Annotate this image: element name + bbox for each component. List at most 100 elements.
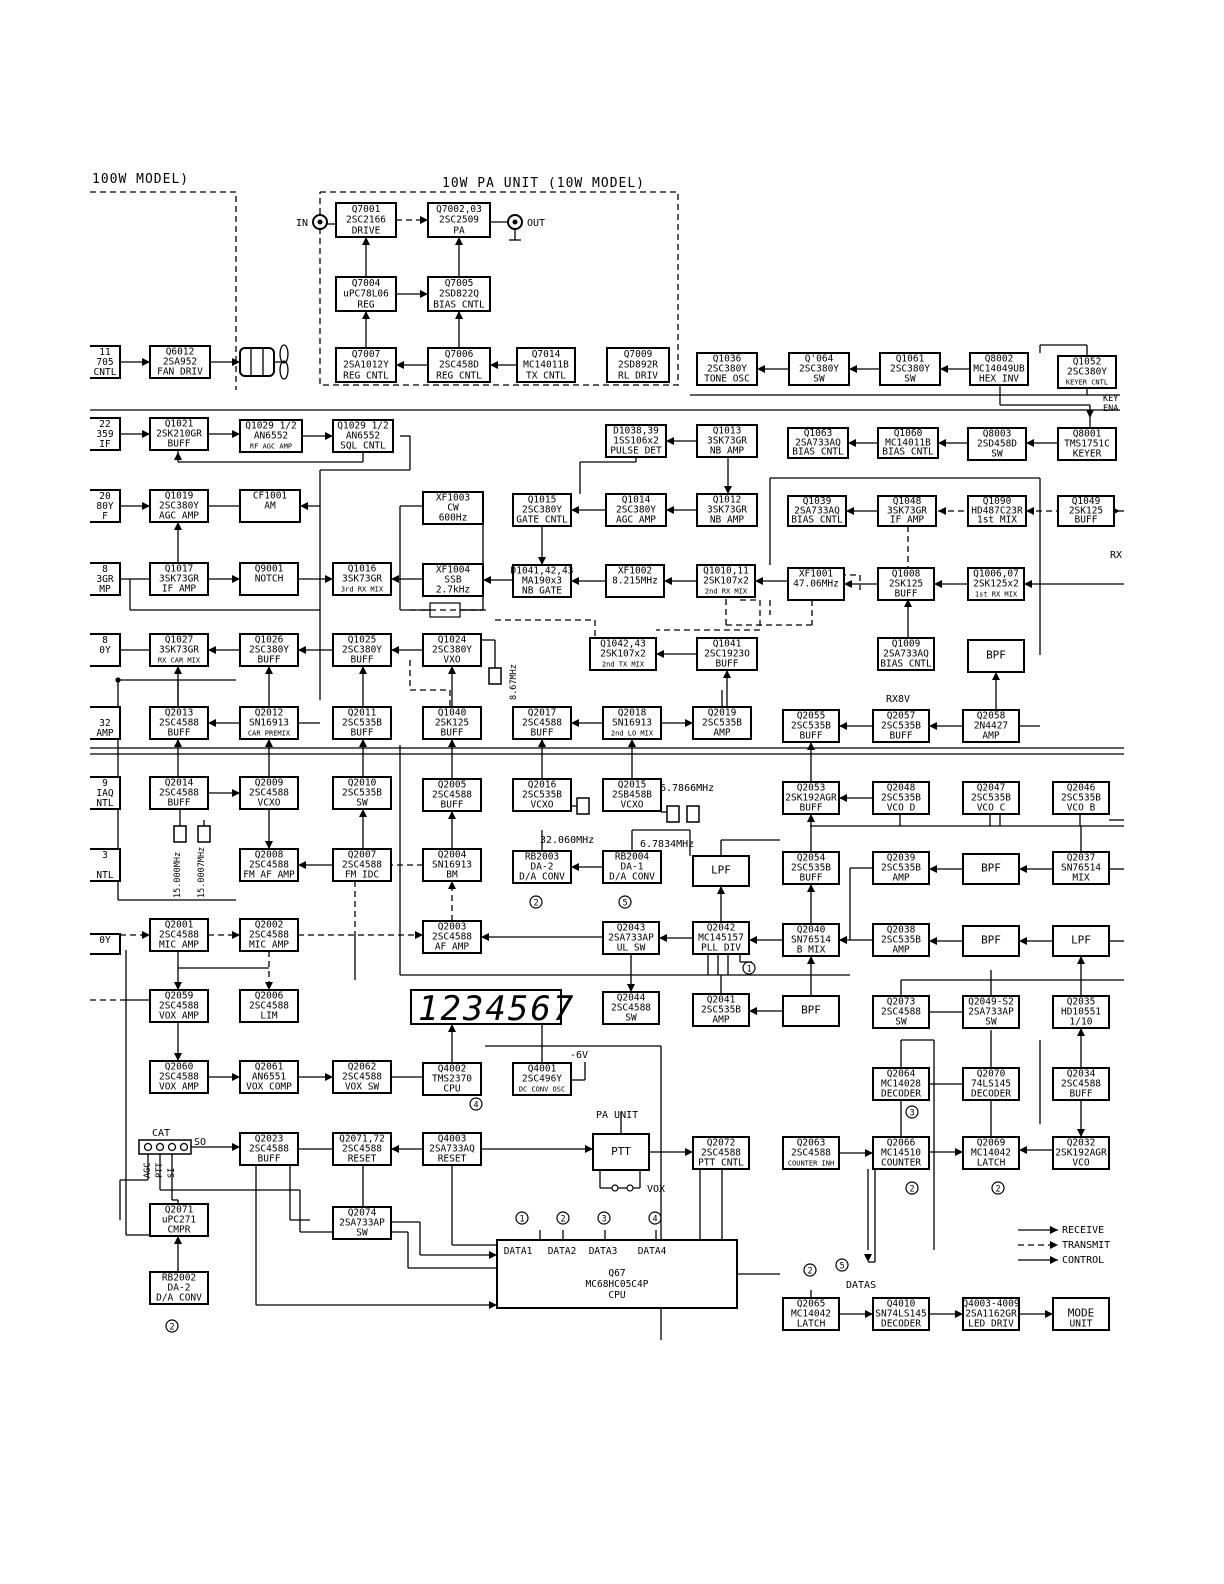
block-text: 2SC4588 xyxy=(432,932,472,943)
block-text: 2SK107x2 xyxy=(600,649,646,660)
marker-icon xyxy=(905,1105,919,1119)
crystal-icon xyxy=(576,797,590,815)
block-text: 1SS106x2 xyxy=(613,436,659,447)
block-text: Q2032 xyxy=(1067,1138,1096,1149)
block-text: Q4001 xyxy=(528,1064,557,1075)
block-text: 2SC380Y xyxy=(890,364,930,375)
block-outline xyxy=(149,562,209,596)
block-outline xyxy=(239,989,299,1023)
block-text: 2SC2509 xyxy=(439,215,479,226)
block-text: HD10551 xyxy=(1061,1007,1101,1018)
arrow-icon xyxy=(929,865,937,873)
block-text: BUFF xyxy=(895,589,918,600)
block-outline xyxy=(696,493,758,527)
led-display xyxy=(410,989,562,1025)
block-text: 2SC535B xyxy=(791,863,831,874)
block-text: CF1001 xyxy=(253,491,288,502)
arrow-icon xyxy=(391,1145,399,1153)
cpu-data-pin: DATA2 xyxy=(548,1246,577,1257)
block-text: Q2016 xyxy=(528,780,557,791)
block-text: 2nd LO MIX xyxy=(611,730,654,738)
block-text: 2SC4588 xyxy=(159,1072,199,1083)
block-text: BIAS CNTL xyxy=(791,515,843,526)
block-text: COUNTER xyxy=(881,1158,921,1169)
block-outline xyxy=(782,1136,840,1170)
block-text: REG CNTL xyxy=(436,370,482,381)
block-text: Q2073 xyxy=(887,997,916,1008)
block-text: 8 xyxy=(102,635,108,646)
block-text: 2SC4588 xyxy=(249,930,289,941)
block-outline xyxy=(1052,995,1110,1029)
block-text: SN16913 xyxy=(432,860,472,871)
block-text: 3SK73GR xyxy=(342,574,382,585)
title-pa-unit: 10W PA UNIT (10W MODEL) xyxy=(442,176,645,191)
block-text: Q67 xyxy=(608,1268,625,1279)
block-text: BUFF xyxy=(890,731,913,742)
block-text: DECODER xyxy=(881,1319,921,1330)
block-text: Q1042,43 xyxy=(600,639,646,650)
block-text: B MIX xyxy=(797,945,826,956)
block-text: VCO D xyxy=(887,803,916,814)
arrow-icon xyxy=(628,739,636,747)
block-text: Q1029 1/2 xyxy=(337,421,388,432)
block-text: BUFF xyxy=(258,1154,281,1165)
arrow-icon xyxy=(864,1254,872,1262)
block-outline xyxy=(872,1297,930,1331)
in-connector-core xyxy=(317,219,323,225)
block-text: 2SC2166 xyxy=(346,215,386,226)
arrow-icon xyxy=(865,1310,873,1318)
block-text: UNIT xyxy=(1070,1319,1093,1330)
block-text: Q2071,72 xyxy=(339,1134,385,1145)
block-text: Q2060 xyxy=(165,1062,194,1073)
arrow-icon xyxy=(448,881,456,889)
arrow-icon xyxy=(1077,1028,1085,1036)
marker-icon xyxy=(835,1258,849,1272)
block-text: 2SC380Y xyxy=(432,645,472,656)
block-text: 600Hz xyxy=(439,513,468,524)
connector-pin xyxy=(167,1142,177,1152)
block-text: 2SC535B xyxy=(342,718,382,729)
arrow-icon xyxy=(1019,937,1027,945)
block-text: Q1090 xyxy=(983,496,1012,507)
block-text: 0Y xyxy=(99,645,111,656)
arrow-icon xyxy=(490,361,498,369)
marker-icon xyxy=(597,1211,611,1225)
block-text: RX CAR MIX xyxy=(158,657,201,665)
block-text: PULSE DET xyxy=(610,446,662,457)
block-text: BUFF xyxy=(800,803,823,814)
block-text: BUFF xyxy=(441,800,464,811)
block-text: Q1006,07 xyxy=(973,569,1019,580)
arrow-icon xyxy=(396,361,404,369)
block-outline xyxy=(422,848,482,882)
block-outline xyxy=(422,706,482,740)
block-outline xyxy=(962,781,1020,815)
block-outline xyxy=(605,564,665,598)
arrow-icon xyxy=(232,575,240,583)
block-text: Q8002 xyxy=(985,354,1014,365)
arrow-icon xyxy=(448,1024,456,1032)
arrow-icon xyxy=(685,719,693,727)
block-text: COUNTER INH xyxy=(788,1160,834,1168)
block-text: 3SK73GR xyxy=(887,505,927,516)
block-text: BUFF xyxy=(716,659,739,670)
block-outline xyxy=(696,637,758,671)
block-text: D/A CONV xyxy=(156,1293,202,1304)
arrow-icon xyxy=(489,1251,497,1259)
block-text: 22 xyxy=(99,419,110,430)
block-outline xyxy=(422,1062,482,1096)
in-label: IN xyxy=(296,218,308,229)
block-outline xyxy=(422,778,482,812)
